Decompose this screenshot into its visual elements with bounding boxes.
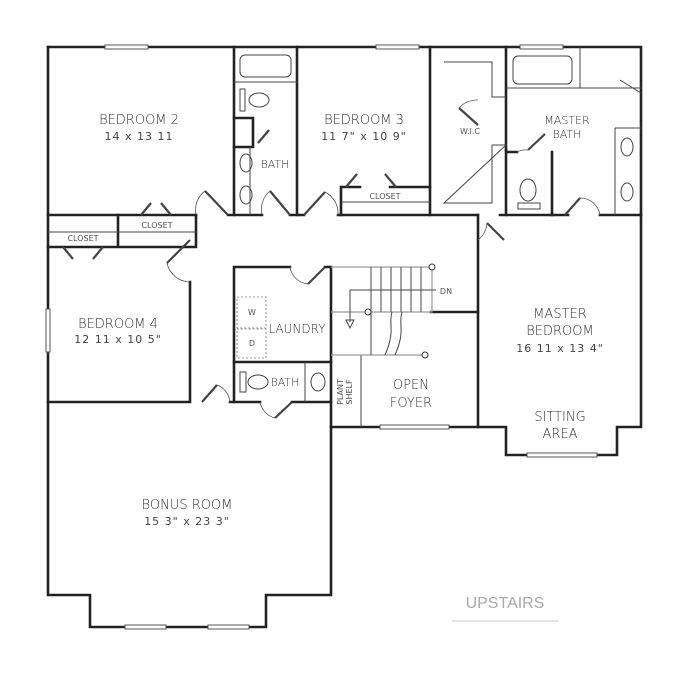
closet-hall-label: CLOSET: [141, 221, 172, 230]
bath-upper-label: BATH: [261, 158, 290, 171]
bedroom3-size: 11 7" x 10 9": [321, 130, 407, 143]
room-labels: BEDROOM 2 14 x 13 11 BEDROOM 3 11 7" x 1…: [67, 113, 604, 528]
open-foyer-name2: FOYER: [390, 396, 432, 411]
master-bedroom-name1: MASTER: [533, 307, 587, 322]
washer-icon: [236, 296, 267, 329]
washer-label: W: [248, 308, 256, 317]
staircase: [331, 263, 436, 359]
laundry-label: LAUNDRY: [268, 322, 326, 336]
sink-icon: [620, 182, 634, 202]
bathtub-icon: [512, 55, 573, 85]
plant-shelf-label-1: PLANT: [336, 379, 345, 405]
bonus-room-size: 15 3" x 23 3": [144, 515, 230, 528]
sink-icon: [620, 137, 634, 157]
bedroom4-name: BEDROOM 4: [78, 317, 158, 332]
sitting-area-name2: AREA: [542, 427, 577, 442]
master-bedroom-size: 16 11 x 13 4": [516, 342, 604, 355]
bathtub-icon: [239, 54, 292, 78]
bedroom3-name: BEDROOM 3: [324, 113, 404, 128]
toilet-tank-icon: [239, 88, 246, 112]
bedroom2-size: 14 x 13 11: [105, 130, 174, 143]
dryer-label: D: [249, 339, 255, 348]
toilet-icon: [247, 374, 269, 390]
stairs-down-label: DN: [440, 287, 452, 296]
toilet-tank-icon: [239, 371, 247, 393]
sink-icon: [239, 153, 253, 173]
arrow-down-icon: [345, 319, 355, 330]
sink-icon: [239, 185, 253, 205]
doors: [62, 99, 601, 419]
bedroom2-name: BEDROOM 2: [99, 113, 179, 128]
plant-shelf-label-2: SHELF: [345, 379, 354, 405]
sink-icon: [310, 372, 326, 392]
open-foyer-name1: OPEN: [393, 378, 429, 393]
master-bath-name1: MASTER: [544, 114, 590, 127]
plan-title: UPSTAIRS: [466, 595, 545, 612]
windows: [45, 44, 598, 630]
fixtures: [48, 47, 642, 427]
walls: [46, 45, 643, 629]
toilet-tank-icon: [517, 202, 541, 210]
toilet-icon: [519, 178, 537, 202]
toilet-icon: [248, 92, 270, 108]
wic-label: W.I.C: [460, 127, 480, 136]
bath-lower-label: BATH: [271, 376, 300, 389]
closet-br4-label: CLOSET: [67, 234, 98, 243]
master-bedroom-name2: BEDROOM: [526, 324, 593, 339]
closet-br3-label: CLOSET: [369, 192, 400, 201]
bedroom4-size: 12 11 x 10 5": [74, 333, 162, 346]
sitting-area-name1: SITTING: [534, 410, 585, 425]
dryer-icon: [236, 328, 267, 359]
master-bath-name2: BATH: [553, 128, 582, 141]
bonus-room-name: BONUS ROOM: [142, 498, 233, 513]
